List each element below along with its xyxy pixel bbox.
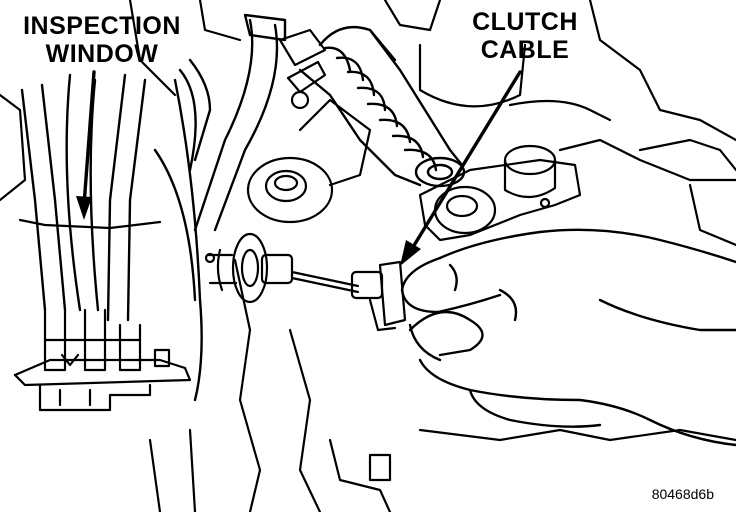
figure-id: 80468d6b (651, 486, 714, 502)
arrow-heads (76, 196, 421, 266)
hand (400, 228, 736, 447)
inspection-window-label-line-1: INSPECTION (23, 12, 181, 40)
clutch-cable (290, 260, 407, 332)
clutch-cable-arrowhead (400, 240, 421, 266)
inspection-window-label-line-2: WINDOW (45, 40, 159, 68)
inspection-window-frame (13, 218, 192, 412)
cable-end-fitting (204, 232, 294, 304)
cable-bracket (418, 144, 582, 242)
clutch-cable-label-line-1: CLUTCH (472, 8, 578, 36)
hose-clamp (278, 28, 327, 110)
cable-boot (298, 25, 466, 188)
mount-boss (246, 156, 334, 224)
inspection-window-arrowhead (76, 196, 92, 220)
inspection-window-label: INSPECTION WINDOW (8, 14, 196, 70)
clutch-cable-label-line-2: CABLE (480, 36, 570, 64)
hoses (20, 13, 287, 402)
inspection-window-leader (82, 70, 96, 207)
leader-arrows (82, 70, 522, 254)
clutch-cable-label: CLUTCH CABLE (460, 10, 590, 66)
clutch-cable-leader (408, 70, 522, 254)
